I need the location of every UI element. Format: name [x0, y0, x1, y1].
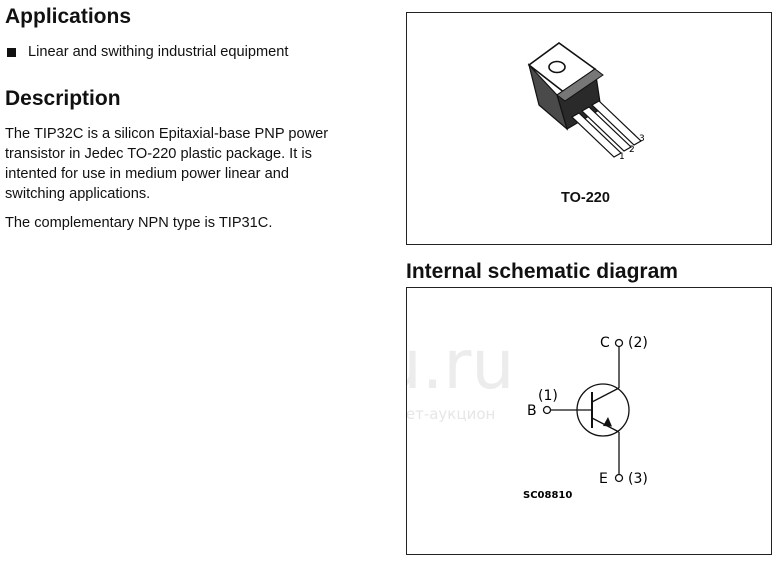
collector-pin: (2): [628, 335, 648, 351]
emitter-terminal: [614, 473, 624, 483]
watermark-main: au.ru: [407, 326, 514, 405]
applications-heading: Applications: [5, 5, 132, 28]
pnp-transistor-symbol: [542, 338, 630, 483]
bullet-square-icon: [7, 48, 16, 57]
base-pin: (1): [538, 388, 558, 404]
to220-package-drawing: 1 2 3: [527, 42, 645, 162]
base-label: B: [527, 403, 537, 419]
description-heading: Description: [5, 87, 121, 110]
emitter-arrow-icon: [603, 417, 612, 427]
package-body-side: [527, 62, 569, 131]
description-line: intented for use in medium power linear …: [5, 166, 289, 182]
collector-terminal: [614, 338, 624, 348]
complementary-note: The complementary NPN type is TIP31C.: [5, 215, 273, 231]
applications-item: Linear and swithing industrial equipment: [28, 44, 289, 60]
description-line: transistor in Jedec TO-220 plastic packa…: [5, 146, 312, 162]
schematic-figure: au.ru интернет-аукцион C (2) (1) B E (3)…: [406, 287, 772, 555]
mounting-hole: [548, 60, 566, 74]
description-paragraph: The TIP32C is a silicon Epitaxial-base P…: [5, 124, 328, 204]
emitter-label: E: [599, 471, 608, 487]
watermark-sub: интернет-аукцион: [407, 405, 495, 423]
emitter-pin: (3): [628, 471, 648, 487]
pin-number-2: 2: [629, 145, 635, 155]
package-figure: 1 2 3 TO-220: [406, 12, 772, 245]
schematic-heading: Internal schematic diagram: [406, 260, 678, 283]
pin-number-3: 3: [639, 134, 645, 144]
package-body-top: [556, 68, 604, 102]
description-line: The TIP32C is a silicon Epitaxial-base P…: [5, 126, 329, 142]
collector-label: C: [600, 335, 610, 351]
transistor-schematic: au.ru интернет-аукцион C (2) (1) B E (3)…: [407, 326, 648, 501]
package-leads: [571, 100, 642, 158]
base-terminal: [542, 405, 552, 415]
description-line: switching applications.: [5, 186, 151, 202]
package-label: TO-220: [561, 190, 610, 206]
schematic-code: SC08810: [523, 490, 572, 501]
pin-number-1: 1: [619, 152, 625, 162]
